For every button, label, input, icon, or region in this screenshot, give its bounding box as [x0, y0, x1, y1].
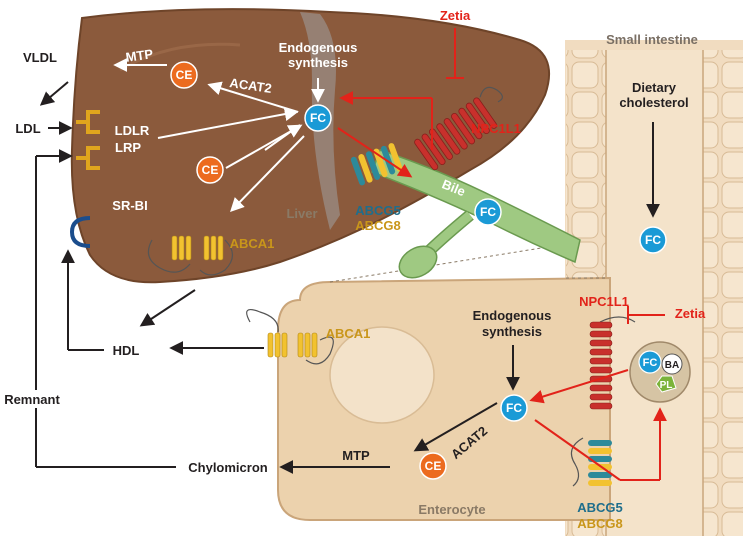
- mtp-enterocyte-label: MTP: [342, 448, 370, 463]
- chylomicron-label: Chylomicron: [188, 460, 268, 475]
- small-intestine-label: Small intestine: [606, 32, 698, 47]
- endogenous-synthesis-enterocyte-line2: synthesis: [482, 324, 542, 339]
- svg-text:PL: PL: [660, 380, 673, 391]
- abca1-liver-label: ABCA1: [230, 236, 275, 251]
- abcg5-abcg8-enterocyte-transporter: [570, 437, 612, 487]
- ldl-receptor-icon: [76, 110, 100, 134]
- mtp-liver-label: MTP: [125, 46, 155, 65]
- svg-text:FC: FC: [480, 205, 496, 219]
- zetia-liver-label: Zetia: [440, 8, 471, 23]
- enterocyte-label: Enterocyte: [418, 502, 485, 517]
- npc1l1-liver-transporter: [414, 86, 504, 171]
- abcg5-liver-label: ABCG5: [355, 203, 401, 218]
- fc-node-enterocyte: FC: [500, 394, 528, 422]
- endogenous-synthesis-liver-line2: synthesis: [288, 55, 348, 70]
- fc-node-bile: FC: [474, 198, 502, 226]
- lrp-label: LRP: [115, 140, 141, 155]
- npc1l1-liver-label: NPC1L1: [471, 121, 521, 136]
- svg-text:FC: FC: [643, 357, 658, 369]
- abcg8-enterocyte-label: ABCG8: [577, 516, 623, 531]
- micelle-ba-node: BA: [661, 353, 683, 375]
- micelle: [629, 341, 691, 403]
- white-arrows: [113, 58, 325, 213]
- ldl-label: LDL: [15, 121, 40, 136]
- ldlr-label: LDLR: [115, 123, 150, 138]
- svg-text:FC: FC: [645, 233, 661, 247]
- svg-text:FC: FC: [310, 111, 326, 125]
- abca1-enterocyte-transporter: [246, 309, 334, 365]
- abca1-enterocyte-label: ABCA1: [326, 326, 371, 341]
- red-arrows: [337, 28, 667, 481]
- ce-node-liver-top: CE: [170, 61, 198, 89]
- dietary-cholesterol-line1: Dietary: [632, 80, 677, 95]
- black-arrows: [35, 81, 660, 474]
- svg-text:FC: FC: [506, 401, 522, 415]
- abcg5-enterocyte-label: ABCG5: [577, 500, 623, 515]
- dietary-cholesterol-line2: cholesterol: [619, 95, 688, 110]
- abca1-liver-transporter: [147, 235, 234, 276]
- acat2-liver-label: ACAT2: [229, 75, 273, 96]
- npc1l1-enterocyte-transporter: [589, 316, 636, 410]
- ce-node-liver-mid: CE: [196, 156, 224, 184]
- svg-text:CE: CE: [176, 68, 193, 82]
- svg-text:BA: BA: [665, 360, 679, 371]
- liver-label: Liver: [286, 206, 317, 221]
- abcg8-liver-label: ABCG8: [355, 218, 401, 233]
- zetia-enterocyte-label: Zetia: [675, 306, 706, 321]
- micelle-fc-node: FC: [638, 350, 662, 374]
- npc1l1-enterocyte-label: NPC1L1: [579, 294, 629, 309]
- svg-text:CE: CE: [425, 459, 442, 473]
- fc-node-liver: FC: [304, 104, 332, 132]
- vldl-label: VLDL: [23, 50, 57, 65]
- srbi-label: SR-BI: [112, 198, 147, 213]
- remnant-label: Remnant: [4, 392, 60, 407]
- svg-text:CE: CE: [202, 163, 219, 177]
- srbi-receptor-icon: [69, 216, 91, 248]
- ldl-receptor-icon-2: [76, 146, 100, 170]
- micelle-pl-node: PL: [655, 375, 677, 393]
- enterocyte-cell: [277, 243, 611, 521]
- gallbladder: [398, 245, 438, 279]
- endogenous-synthesis-liver-line1: Endogenous: [279, 40, 358, 55]
- enterocyte-nucleus: [329, 326, 435, 424]
- ce-node-enterocyte: CE: [419, 452, 447, 480]
- hdl-label: HDL: [113, 343, 140, 358]
- fc-node-intestine: FC: [639, 226, 667, 254]
- endogenous-synthesis-enterocyte-line1: Endogenous: [473, 308, 552, 323]
